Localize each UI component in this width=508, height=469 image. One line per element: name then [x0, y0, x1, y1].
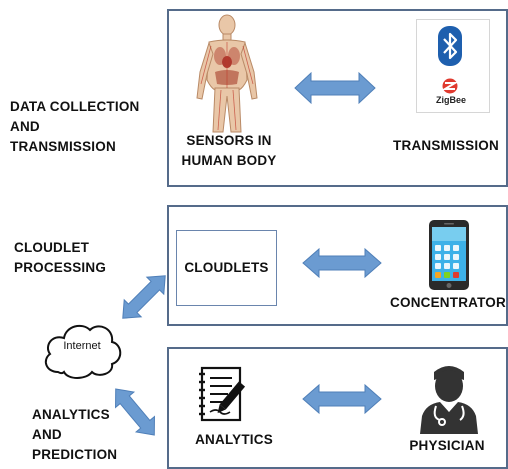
cloud-icon: [44, 324, 122, 379]
double-arrow-analytics-physician: [302, 383, 382, 415]
caption-concentrator: CONCENTRATOR: [390, 295, 506, 310]
stage-label-cloudlet-processing: CLOUDLET PROCESSING: [14, 240, 107, 275]
double-arrow-internet-cloudlets: [122, 275, 166, 319]
checklist-pen-icon: [199, 366, 246, 422]
smartphone-icon: [429, 220, 469, 290]
bluetooth-icon: [438, 26, 462, 66]
human-body-icon: [196, 14, 258, 133]
double-arrow-internet-analytics: [115, 388, 155, 436]
zigbee-label: ZigBee: [435, 95, 466, 105]
caption-sensors: SENSORS IN HUMAN BODY: [181, 133, 277, 168]
transmission-icons-box: [416, 19, 490, 113]
zigbee-icon: [441, 78, 459, 94]
internet-label: Internet: [63, 340, 101, 352]
stage-label-data-collection: DATA COLLECTION AND TRANSMISSION: [10, 99, 140, 154]
double-arrow-sensors-transmission: [294, 71, 376, 105]
cloudlets-box: [176, 230, 277, 306]
double-arrow-cloudlets-concentrator: [302, 247, 382, 279]
caption-analytics: ANALYTICS: [195, 432, 273, 447]
stage-label-analytics: ANALYTICS AND PREDICTION: [32, 407, 118, 462]
physician-icon: [412, 360, 486, 434]
caption-transmission: TRANSMISSION: [393, 138, 499, 153]
caption-cloudlets: CLOUDLETS: [184, 260, 269, 275]
caption-physician: PHYSICIAN: [409, 438, 485, 453]
